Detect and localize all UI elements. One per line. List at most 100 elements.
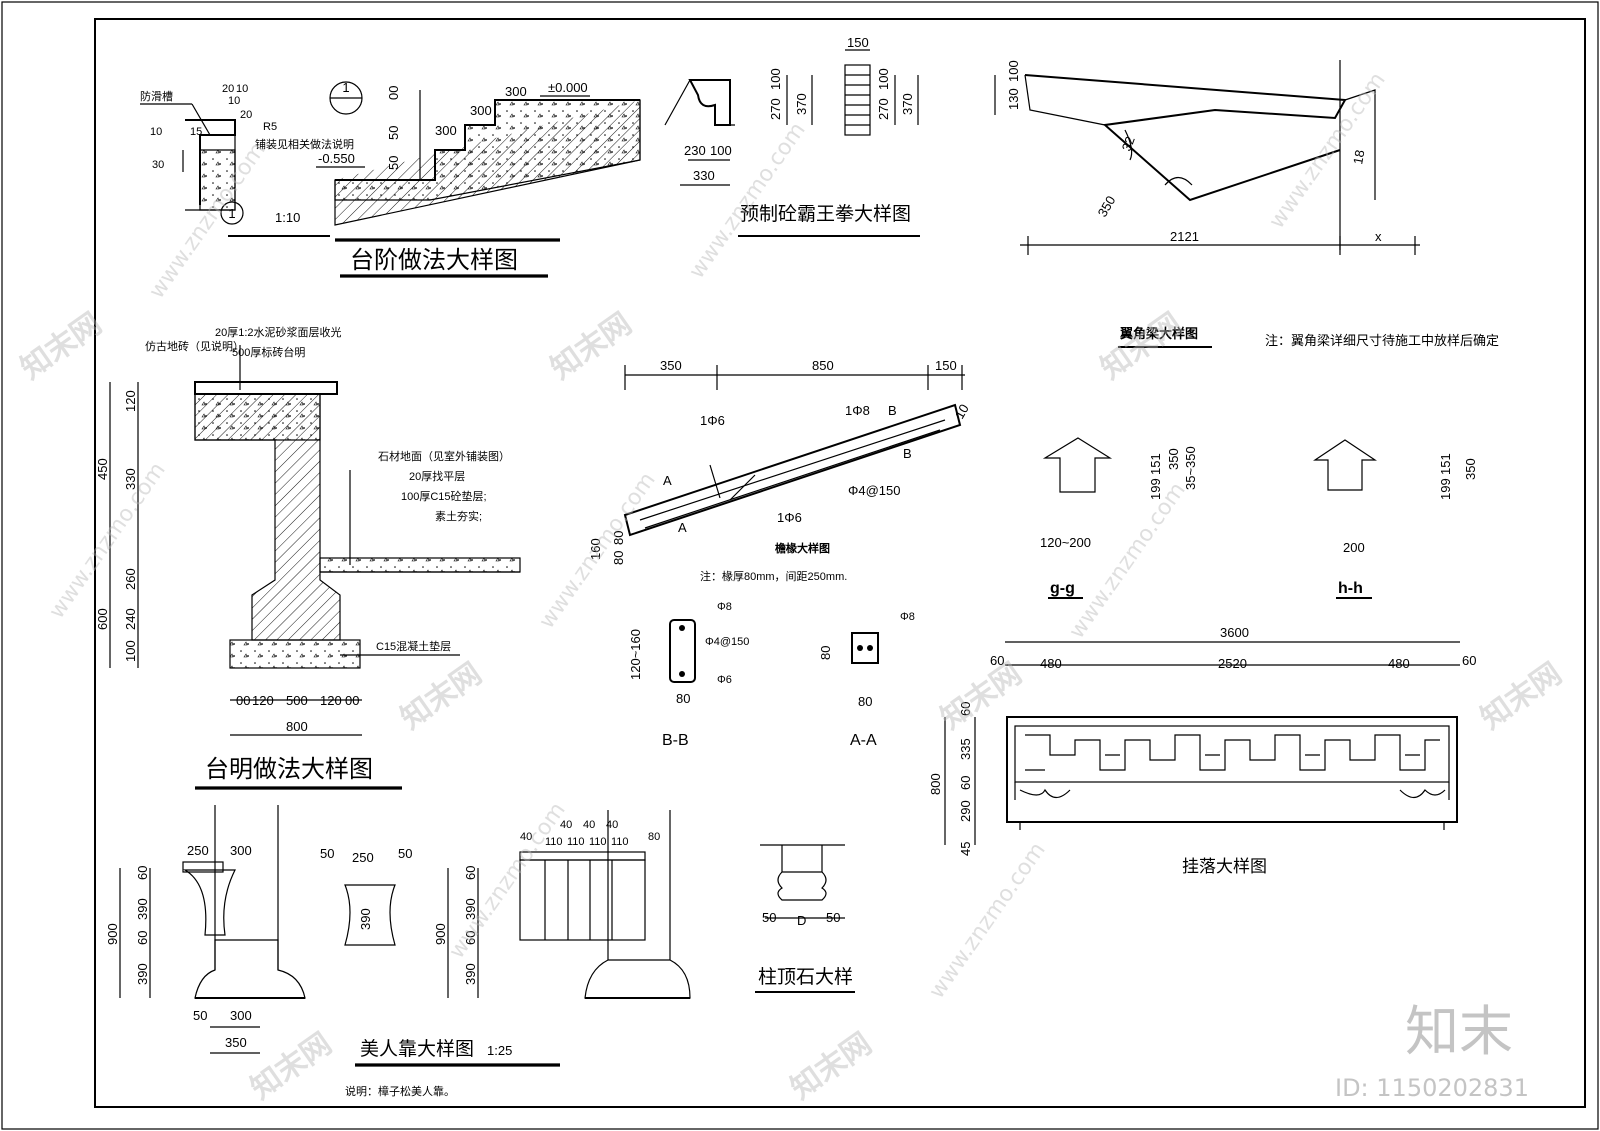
meirenkao-detail: 250 300 60 390 60 390 900 50 300 350 50 …: [105, 805, 691, 1098]
svg-text:50: 50: [762, 910, 776, 925]
taiming-detail: 20厚1:2水泥砂浆面层收光 仿古地砖（见说明） 500厚标砖台明 石材地面（见…: [95, 325, 521, 790]
svg-text:60: 60: [463, 931, 478, 945]
meirenkao-scale: 1:25: [487, 1043, 512, 1058]
svg-text:199: 199: [1148, 478, 1163, 500]
svg-text:18: 18: [1350, 149, 1367, 166]
svg-text:600: 600: [95, 608, 110, 630]
svg-text:100: 100: [710, 143, 732, 158]
svg-text:www.znzmo.com: www.znzmo.com: [1064, 478, 1190, 643]
svg-text:800: 800: [928, 773, 943, 795]
svg-text:x: x: [1375, 229, 1382, 244]
svg-text:390: 390: [135, 898, 150, 920]
svg-text:20: 20: [240, 109, 252, 121]
svg-text:40: 40: [520, 831, 532, 843]
svg-text:390: 390: [463, 963, 478, 985]
svg-text:Φ8: Φ8: [900, 611, 915, 623]
svg-text:110: 110: [545, 836, 563, 848]
svg-text:60: 60: [463, 866, 478, 880]
svg-text:300: 300: [230, 1008, 252, 1023]
svg-text:C15混凝土垫层: C15混凝土垫层: [376, 639, 451, 653]
steps-title: 台阶做法大样图: [350, 247, 518, 274]
svg-text:知末网: 知末网: [245, 1026, 339, 1106]
svg-text:3600: 3600: [1220, 625, 1249, 640]
svg-text:80: 80: [611, 551, 626, 565]
svg-text:15: 15: [190, 126, 202, 138]
meirenkao-title: 美人靠大样图: [360, 1038, 474, 1060]
meirenkao-note: 说明：樟子松美人靠。: [345, 1084, 455, 1098]
svg-text:50: 50: [398, 846, 412, 861]
svg-text:50: 50: [826, 910, 840, 925]
column-stone-title: 柱顶石大样: [758, 966, 853, 988]
svg-text:20厚1:2水泥砂浆面层收光: 20厚1:2水泥砂浆面层收光: [215, 325, 342, 339]
bb-label: B-B: [662, 732, 689, 749]
svg-text:290: 290: [958, 800, 973, 822]
level-low: -0.550: [318, 151, 355, 166]
svg-text:350: 350: [1095, 193, 1119, 219]
steps-scale: 1:10: [275, 210, 300, 225]
svg-text:www.znzmo.com: www.znzmo.com: [1264, 68, 1390, 233]
svg-text:500: 500: [286, 693, 308, 708]
bawang-title: 预制砼霸王拳大样图: [740, 203, 911, 225]
svg-text:335: 335: [958, 738, 973, 760]
hh-label: h-h: [1338, 580, 1363, 597]
svg-text:150: 150: [847, 35, 869, 50]
svg-text:390: 390: [358, 908, 373, 930]
svg-text:150: 150: [935, 358, 957, 373]
svg-text:10: 10: [236, 83, 248, 95]
svg-text:32: 32: [1119, 134, 1138, 153]
svg-text:100: 100: [876, 68, 891, 90]
steps-note: 铺装见相关做法说明: [255, 137, 354, 151]
svg-text:知末网: 知末网: [785, 1026, 879, 1106]
svg-text:Φ8: Φ8: [717, 601, 732, 613]
svg-text:300: 300: [470, 103, 492, 118]
svg-text:300: 300: [435, 123, 457, 138]
svg-text:Φ4@150: Φ4@150: [705, 636, 749, 648]
svg-text:120: 120: [252, 693, 274, 708]
svg-text:35~350: 35~350: [1183, 446, 1198, 490]
svg-text:www.znzmo.com: www.znzmo.com: [534, 468, 660, 633]
svg-text:80: 80: [818, 646, 833, 660]
svg-text:www.znzmo.com: www.znzmo.com: [924, 838, 1050, 1003]
svg-text:B: B: [888, 403, 897, 418]
svg-text:250: 250: [352, 850, 374, 865]
svg-text:800: 800: [286, 719, 308, 734]
svg-text:240: 240: [123, 608, 138, 630]
svg-text:850: 850: [812, 358, 834, 373]
svg-text:20: 20: [222, 83, 234, 95]
svg-text:10: 10: [150, 126, 162, 138]
steps-detail: 1 1:10 防滑槽 20 10 20 10 15 10 30 R5 1 铺装见…: [140, 80, 641, 278]
svg-text:100: 100: [123, 640, 138, 662]
svg-text:120~160: 120~160: [628, 629, 643, 680]
svg-text:1Φ8: 1Φ8: [845, 403, 870, 418]
svg-text:100: 100: [768, 68, 783, 90]
svg-text:50: 50: [386, 126, 401, 140]
svg-text:40: 40: [606, 819, 618, 831]
svg-text:110: 110: [567, 836, 585, 848]
brand-logo: 知末: [1405, 1000, 1513, 1063]
svg-text:1: 1: [342, 80, 349, 95]
yijiao-title: 翼角梁大样图: [1119, 326, 1198, 341]
svg-text:350: 350: [1166, 448, 1181, 470]
svg-text:230: 230: [684, 143, 706, 158]
svg-text:300: 300: [505, 84, 527, 99]
svg-text:250: 250: [187, 843, 209, 858]
svg-text:www.znzmo.com: www.znzmo.com: [44, 458, 170, 623]
svg-text:900: 900: [433, 923, 448, 945]
svg-text:120: 120: [320, 693, 342, 708]
svg-text:1Φ6: 1Φ6: [777, 510, 802, 525]
section-gg: 151 199 350 35~350 120~200 g-g: [1040, 437, 1198, 599]
gg-label: g-g: [1050, 580, 1075, 597]
label-slot: 防滑槽: [140, 89, 173, 103]
svg-text:10: 10: [952, 401, 972, 421]
svg-text:60: 60: [135, 866, 150, 880]
yijiao-detail: 2121 x 100 130 32 350 18 翼角梁大样图 注：翼角梁详细尺…: [994, 60, 1499, 348]
svg-text:A: A: [678, 520, 687, 535]
svg-text:500厚标砖台明: 500厚标砖台明: [232, 345, 305, 359]
svg-text:00: 00: [236, 693, 250, 708]
svg-text:60: 60: [990, 653, 1004, 668]
taiming-title: 台明做法大样图: [205, 756, 373, 783]
svg-text:480: 480: [1040, 656, 1062, 671]
svg-text:120: 120: [123, 390, 138, 412]
